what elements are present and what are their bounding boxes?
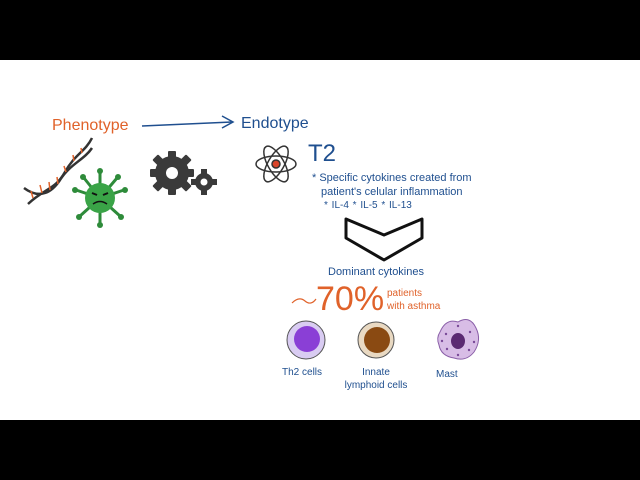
chevron-down-icon [344, 217, 424, 262]
th2-cell-icon [286, 320, 326, 360]
innate-lymphoid-cell-icon [357, 321, 395, 359]
dominant-cytokines-label: Dominant cytokines [328, 266, 424, 278]
letterbox-bottom [0, 420, 640, 480]
phenotype-label: Phenotype [52, 117, 129, 134]
t2-description-line2: patient's celular inflammation [321, 186, 463, 198]
t2-description-line1: * Specific cytokines created from [312, 172, 472, 184]
innate-lymphoid-cells-label: Innate lymphoid cells [344, 367, 408, 391]
percentage-value: 70% [316, 280, 385, 318]
endotype-label: Endotype [241, 115, 309, 132]
slide-canvas: Phenotype Endotype T2 * Specific cytokin… [0, 60, 640, 420]
mast-cells-label: Mast [436, 369, 458, 380]
letterbox-top [0, 0, 640, 60]
slide-artwork [23, 115, 480, 360]
t2-description: * Specific cytokines created from patien… [312, 171, 472, 199]
patients-label: patients with asthma [387, 287, 440, 313]
t2-title: T2 [308, 140, 337, 167]
atom-icon [255, 145, 297, 183]
virus-icon [72, 168, 128, 228]
interleukin-list: * IL-4 * IL-5 * IL-13 [324, 200, 412, 211]
tilde-mark [291, 298, 317, 304]
gears-icon [150, 151, 217, 195]
dna-helix-icon [23, 137, 94, 205]
arrow-right-icon [141, 115, 235, 129]
patients-line2: with asthma [387, 301, 441, 312]
th2-cells-label: Th2 cells [282, 367, 323, 378]
mast-cell-icon [437, 319, 480, 360]
patients-line1: patients [387, 288, 423, 299]
